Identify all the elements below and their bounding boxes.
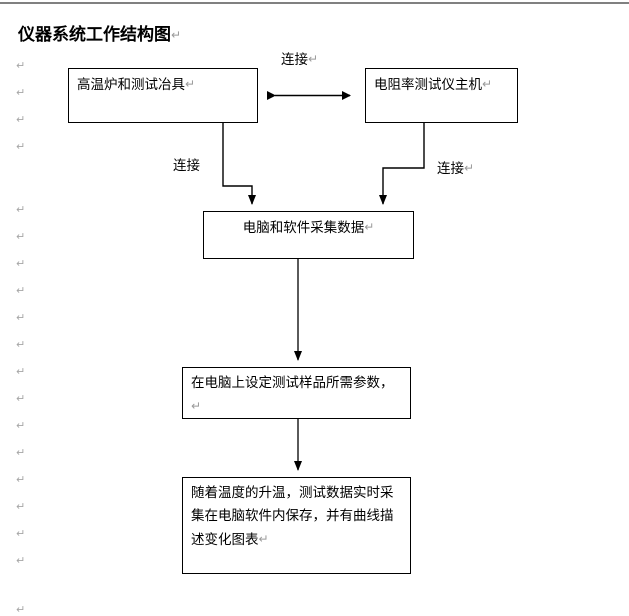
paragraph-mark-icon: ↵ <box>16 338 26 351</box>
flow-node-params[interactable]: 在电脑上设定测试样品所需参数，↵ <box>182 367 411 419</box>
flow-node-host-label: 电阻率测试仪主机↵ <box>374 77 493 93</box>
paragraph-mark-icon: ↵ <box>16 365 26 378</box>
edge-furnace-acquire <box>222 123 256 205</box>
flow-node-acquire[interactable]: 电脑和软件采集数据↵ <box>203 211 414 259</box>
paragraph-mark-icon: ↵ <box>16 500 26 513</box>
paragraph-mark-icon: ↵ <box>16 257 26 270</box>
paragraph-mark-icon: ↵ <box>16 392 26 405</box>
paragraph-mark-icon: ↵ <box>16 59 26 72</box>
paragraph-mark-icon: ↵ <box>16 419 26 432</box>
flow-node-params-label: 在电脑上设定测试样品所需参数，↵ <box>191 375 394 413</box>
paragraph-mark-icon: ↵ <box>171 28 182 42</box>
paragraph-mark-icon: ↵ <box>191 399 202 413</box>
edge-label-furnace-acquire: 连接 <box>173 158 200 174</box>
flow-node-furnace-label: 高温炉和测试冶具↵ <box>77 77 196 93</box>
paragraph-mark-icon: ↵ <box>16 230 26 243</box>
paragraph-mark-icon: ↵ <box>16 527 26 540</box>
edge-label-furnace-host: 连接↵ <box>281 52 319 68</box>
flow-node-realtime-label: 随着温度的升温，测试数据实时采集在电脑软件内保存，并有曲线描述变化图表↵ <box>191 485 394 548</box>
paragraph-mark-icon: ↵ <box>364 220 375 234</box>
page-title: 仪器系统工作结构图↵ <box>18 20 181 45</box>
edge-host-acquire <box>379 123 425 205</box>
page-top-rule <box>0 2 629 4</box>
paragraph-mark-icon: ↵ <box>16 446 26 459</box>
edge-label-host-acquire: 连接↵ <box>437 161 475 177</box>
paragraph-mark-icon: ↵ <box>16 86 26 99</box>
paragraph-mark-icon: ↵ <box>482 77 493 91</box>
paragraph-mark-icon: ↵ <box>16 203 26 216</box>
paragraph-mark-icon: ↵ <box>258 532 269 546</box>
paragraph-mark-icon: ↵ <box>308 52 319 66</box>
margin-paragraph-marks: ↵ ↵ ↵ ↵ ↵ ↵ ↵ ↵ ↵ ↵ ↵ ↵ ↵ ↵ ↵ ↵ ↵ ↵ ↵ <box>16 60 40 615</box>
paragraph-mark-icon: ↵ <box>16 140 26 153</box>
paragraph-mark-icon: ↵ <box>16 284 26 297</box>
paragraph-mark-icon: ↵ <box>16 311 26 324</box>
paragraph-mark-icon: ↵ <box>464 161 475 175</box>
paragraph-mark-icon: ↵ <box>16 113 26 126</box>
paragraph-mark-icon: ↵ <box>16 603 26 616</box>
flow-node-furnace[interactable]: 高温炉和测试冶具↵ <box>68 68 258 123</box>
paragraph-mark-icon: ↵ <box>185 77 196 91</box>
page-title-text: 仪器系统工作结构图 <box>18 25 171 45</box>
paragraph-mark-icon: ↵ <box>16 554 26 567</box>
paragraph-mark-icon: ↵ <box>16 473 26 486</box>
flow-node-realtime[interactable]: 随着温度的升温，测试数据实时采集在电脑软件内保存，并有曲线描述变化图表↵ <box>182 477 411 574</box>
flow-node-host[interactable]: 电阻率测试仪主机↵ <box>365 68 518 123</box>
flow-node-acquire-label: 电脑和软件采集数据↵ <box>242 220 375 236</box>
